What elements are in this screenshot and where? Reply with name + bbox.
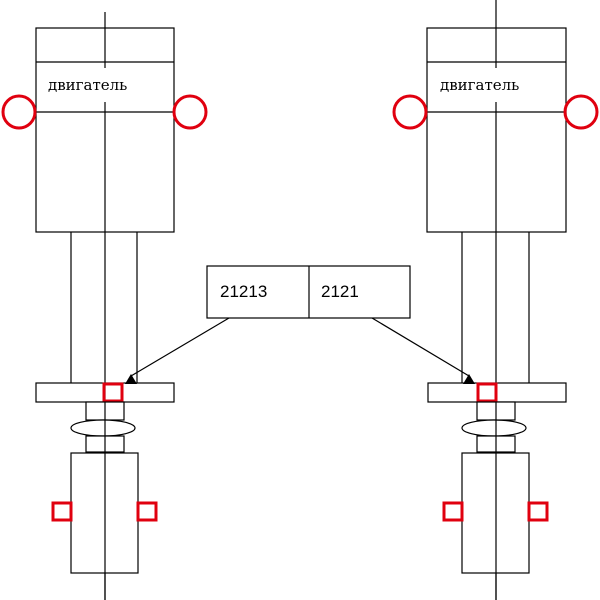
left-motor-label-bg (42, 68, 160, 102)
left-coupling-disc (70, 419, 136, 437)
left-flange-square-marker (102, 382, 124, 403)
right-motor-label: двигатель (440, 76, 519, 94)
left-leader-line (130, 317, 230, 377)
left-motor-left-ring-marker (1, 94, 37, 130)
code-right-value: 2121 (321, 282, 359, 301)
right-coupling-disc (461, 419, 527, 437)
left-motor-label: двигатель (48, 76, 127, 94)
left-unit: двигатель (1, 12, 208, 600)
right-unit: двигатель (392, 0, 599, 600)
left-arrow-head (125, 374, 137, 384)
right-flange-square-marker (476, 382, 498, 403)
left-lower-left-square-marker (51, 501, 73, 522)
left-motor-right-ring-marker (172, 94, 208, 130)
right-motor-label-bg (433, 68, 551, 102)
right-arrow-head (463, 374, 475, 384)
code-box-group: 21213 2121 (130, 265, 470, 377)
right-leader-line (371, 317, 470, 377)
right-lower-left-square-marker (442, 501, 464, 522)
right-lower-right-square-marker (527, 501, 549, 522)
right-motor-left-ring-marker (392, 94, 428, 130)
right-motor-right-ring-marker (563, 94, 599, 130)
code-left-value: 21213 (220, 282, 267, 301)
left-lower-right-square-marker (136, 501, 158, 522)
